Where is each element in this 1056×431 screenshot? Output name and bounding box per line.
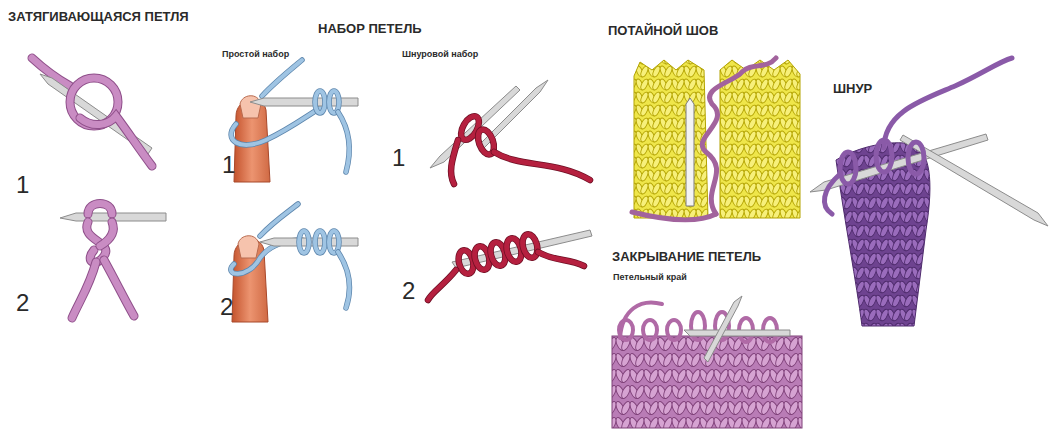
cable-cast-on-step-1 xyxy=(430,80,590,184)
section-heading: ЗАТЯГИВАЮЩАЯСЯ ПЕТЛЯ xyxy=(8,10,189,24)
section-heading: НАБОР ПЕТЕЛЬ xyxy=(318,22,422,36)
bind-off-edge xyxy=(612,296,802,428)
callout-number: 2 xyxy=(16,290,29,316)
callout-number: 1 xyxy=(392,145,405,171)
subsection-heading: Простой набор xyxy=(222,50,289,60)
section-heading: ЗАКРЫВАНИЕ ПЕТЕЛЬ xyxy=(612,250,761,264)
slip-knot-step-2 xyxy=(60,204,166,319)
subsection-heading: Петельный край xyxy=(613,273,687,283)
callout-number: 1 xyxy=(222,152,235,178)
invisible-seam xyxy=(632,58,800,220)
callout-number: 2 xyxy=(220,294,233,320)
subsection-heading: Шнуровой набор xyxy=(402,50,478,60)
callout-number: 2 xyxy=(402,278,415,304)
callout-number: 1 xyxy=(16,172,29,198)
simple-cast-on-step-1 xyxy=(231,60,358,182)
slip-knot-step-1 xyxy=(32,58,152,166)
section-heading: ПОТАЙНОЙ ШОВ xyxy=(608,24,718,38)
i-cord xyxy=(810,58,1048,326)
cable-cast-on-step-2 xyxy=(428,230,592,300)
simple-cast-on-step-2 xyxy=(231,204,358,322)
section-heading: ШНУР xyxy=(833,82,872,96)
